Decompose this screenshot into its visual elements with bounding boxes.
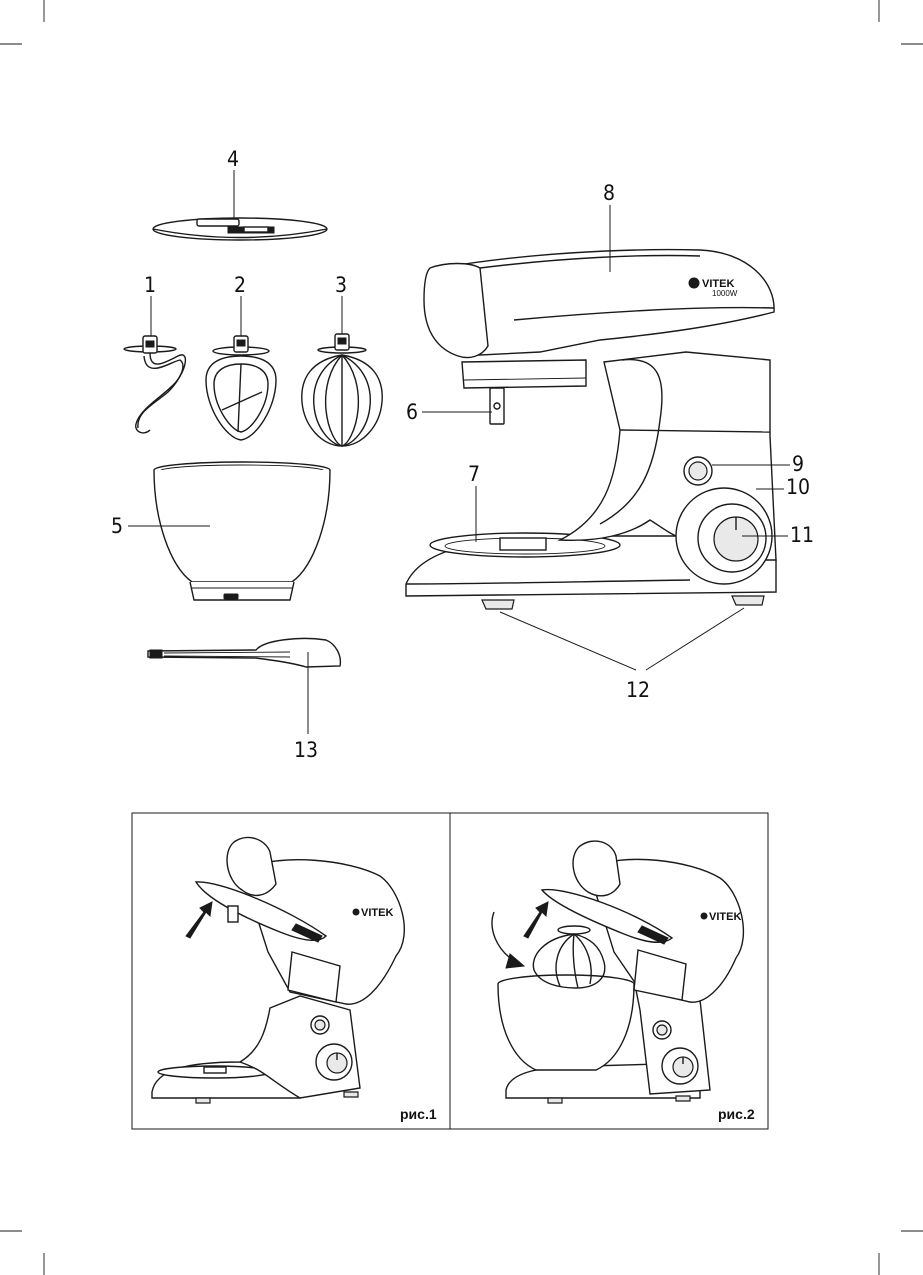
callout-10: 10	[786, 475, 810, 499]
dough-hook	[123, 335, 186, 434]
mixing-bowl	[153, 461, 331, 601]
callout-8: 8	[603, 181, 615, 205]
callout-6: 6	[406, 400, 418, 424]
splash-guard-lid	[152, 217, 328, 241]
callout-2: 2	[234, 273, 246, 297]
callout-12: 12	[626, 678, 650, 702]
callout-7: 7	[468, 462, 480, 486]
arrow-up-right-icon	[185, 901, 213, 939]
callout-9: 9	[792, 452, 804, 476]
callout-1: 1	[144, 273, 156, 297]
callout-13: 13	[294, 738, 318, 762]
callout-4: 4	[227, 147, 239, 171]
flat-beater	[205, 335, 277, 441]
figure-2-brand: VITEK	[709, 911, 741, 923]
mixer-power-label: 1000W	[712, 289, 738, 298]
callout-5: 5	[111, 514, 123, 538]
callout-11: 11	[790, 523, 814, 547]
figure-1-brand: VITEK	[361, 907, 393, 919]
mixer-brand: VITEK	[702, 278, 734, 290]
figure-1-caption: рис.1	[400, 1106, 437, 1122]
arrow-up-right-icon	[523, 901, 549, 939]
stand-mixer: VITEK 1000W	[405, 248, 777, 610]
spatula	[147, 637, 342, 668]
curved-arrow-icon	[491, 911, 517, 963]
callout-3: 3	[335, 273, 347, 297]
figure-2-caption: рис.2	[718, 1106, 755, 1122]
figure-2-illustration: VITEK	[491, 840, 745, 1104]
figure-1-illustration: VITEK	[151, 836, 405, 1104]
balloon-whisk	[301, 333, 383, 447]
